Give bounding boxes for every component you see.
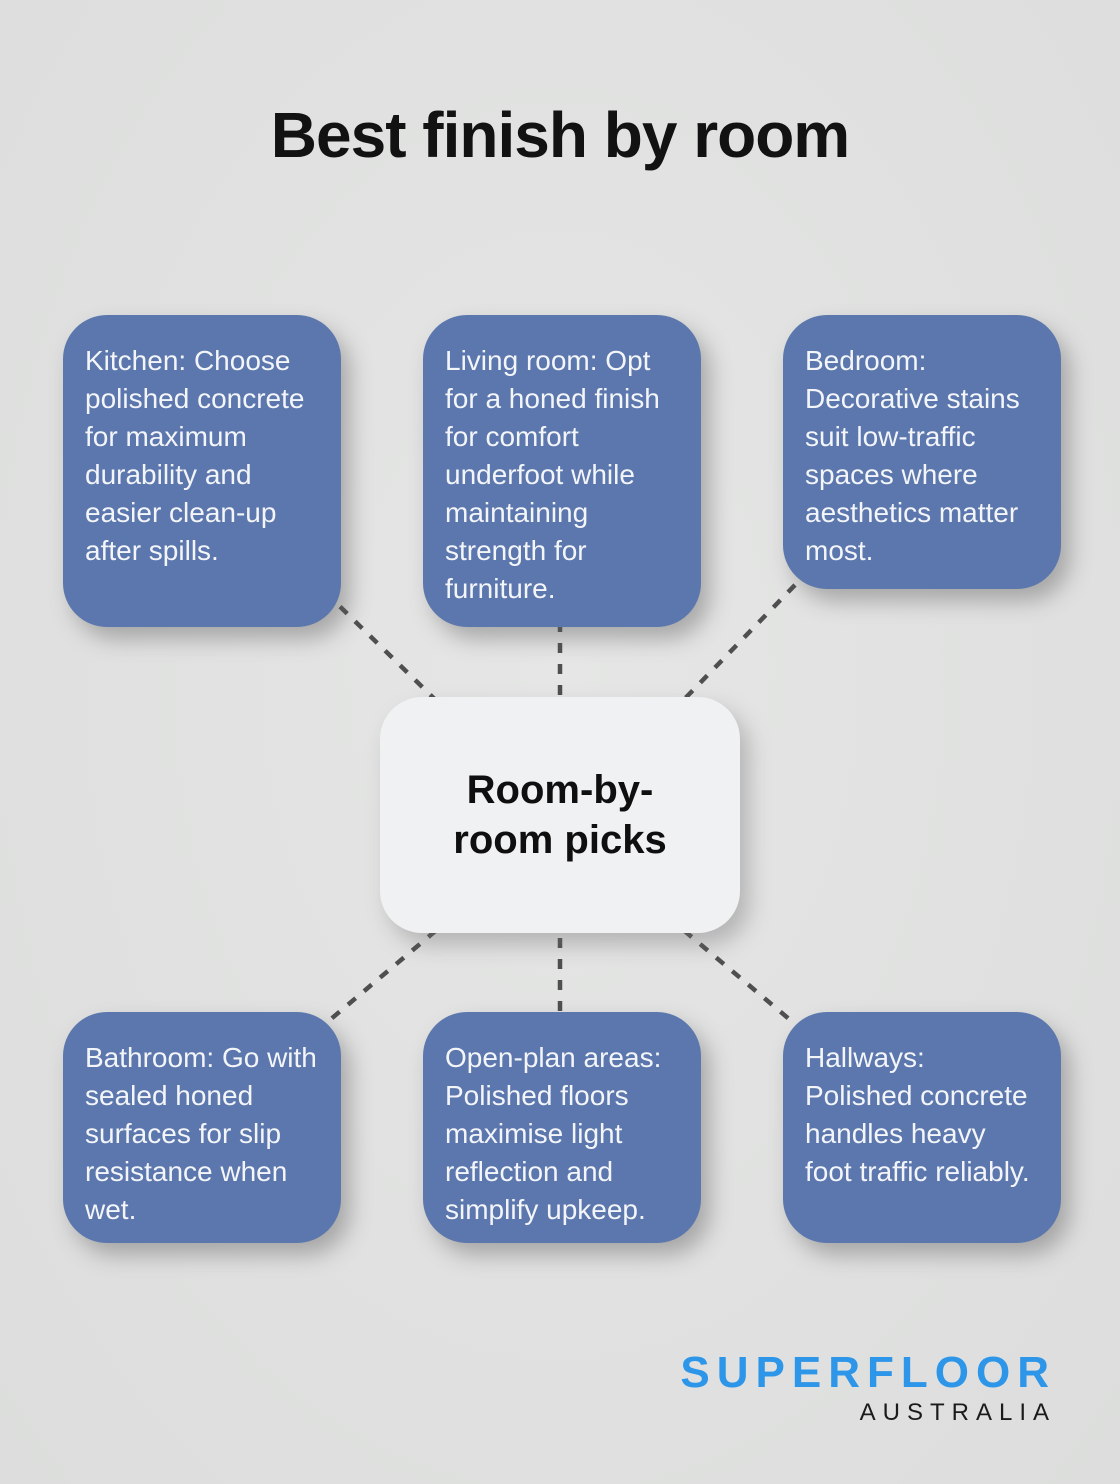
node-open-plan-areas-text: Open-plan areas: Polished floors maximis… [445, 1042, 662, 1225]
node-living-room-text: Living room: Opt for a honed finish for … [445, 345, 660, 604]
node-bedroom: Bedroom: Decorative stains suit low-traf… [783, 315, 1061, 589]
node-living-room: Living room: Opt for a honed finish for … [423, 315, 701, 627]
node-kitchen-text: Kitchen: Choose polished concrete for ma… [85, 345, 305, 566]
node-kitchen: Kitchen: Choose polished concrete for ma… [63, 315, 341, 627]
center-node: Room-by-room picks [380, 697, 740, 933]
connector-center-hallways [666, 915, 797, 1026]
connector-bedroom-center [666, 583, 797, 718]
center-node-label: Room-by-room picks [453, 768, 667, 862]
node-open-plan-areas: Open-plan areas: Polished floors maximis… [423, 1012, 701, 1243]
node-hallways-text: Hallways: Polished concrete handles heav… [805, 1042, 1030, 1187]
connector-center-bathroom [323, 915, 454, 1026]
node-bathroom-text: Bathroom: Go with sealed honed surfaces … [85, 1042, 317, 1225]
page-title: Best finish by room [270, 99, 850, 171]
logo-region-text: AUSTRALIA [859, 1399, 1056, 1426]
connector-kitchen-center [323, 590, 454, 718]
node-bedroom-text: Bedroom: Decorative stains suit low-traf… [805, 345, 1020, 566]
superfloor-logo: SUPERFLOOR AUSTRALIA [680, 1348, 1056, 1427]
node-bathroom: Bathroom: Go with sealed honed surfaces … [63, 1012, 341, 1243]
node-hallways: Hallways: Polished concrete handles heav… [783, 1012, 1061, 1243]
logo-brand-text: SUPERFLOOR [680, 1348, 1056, 1397]
